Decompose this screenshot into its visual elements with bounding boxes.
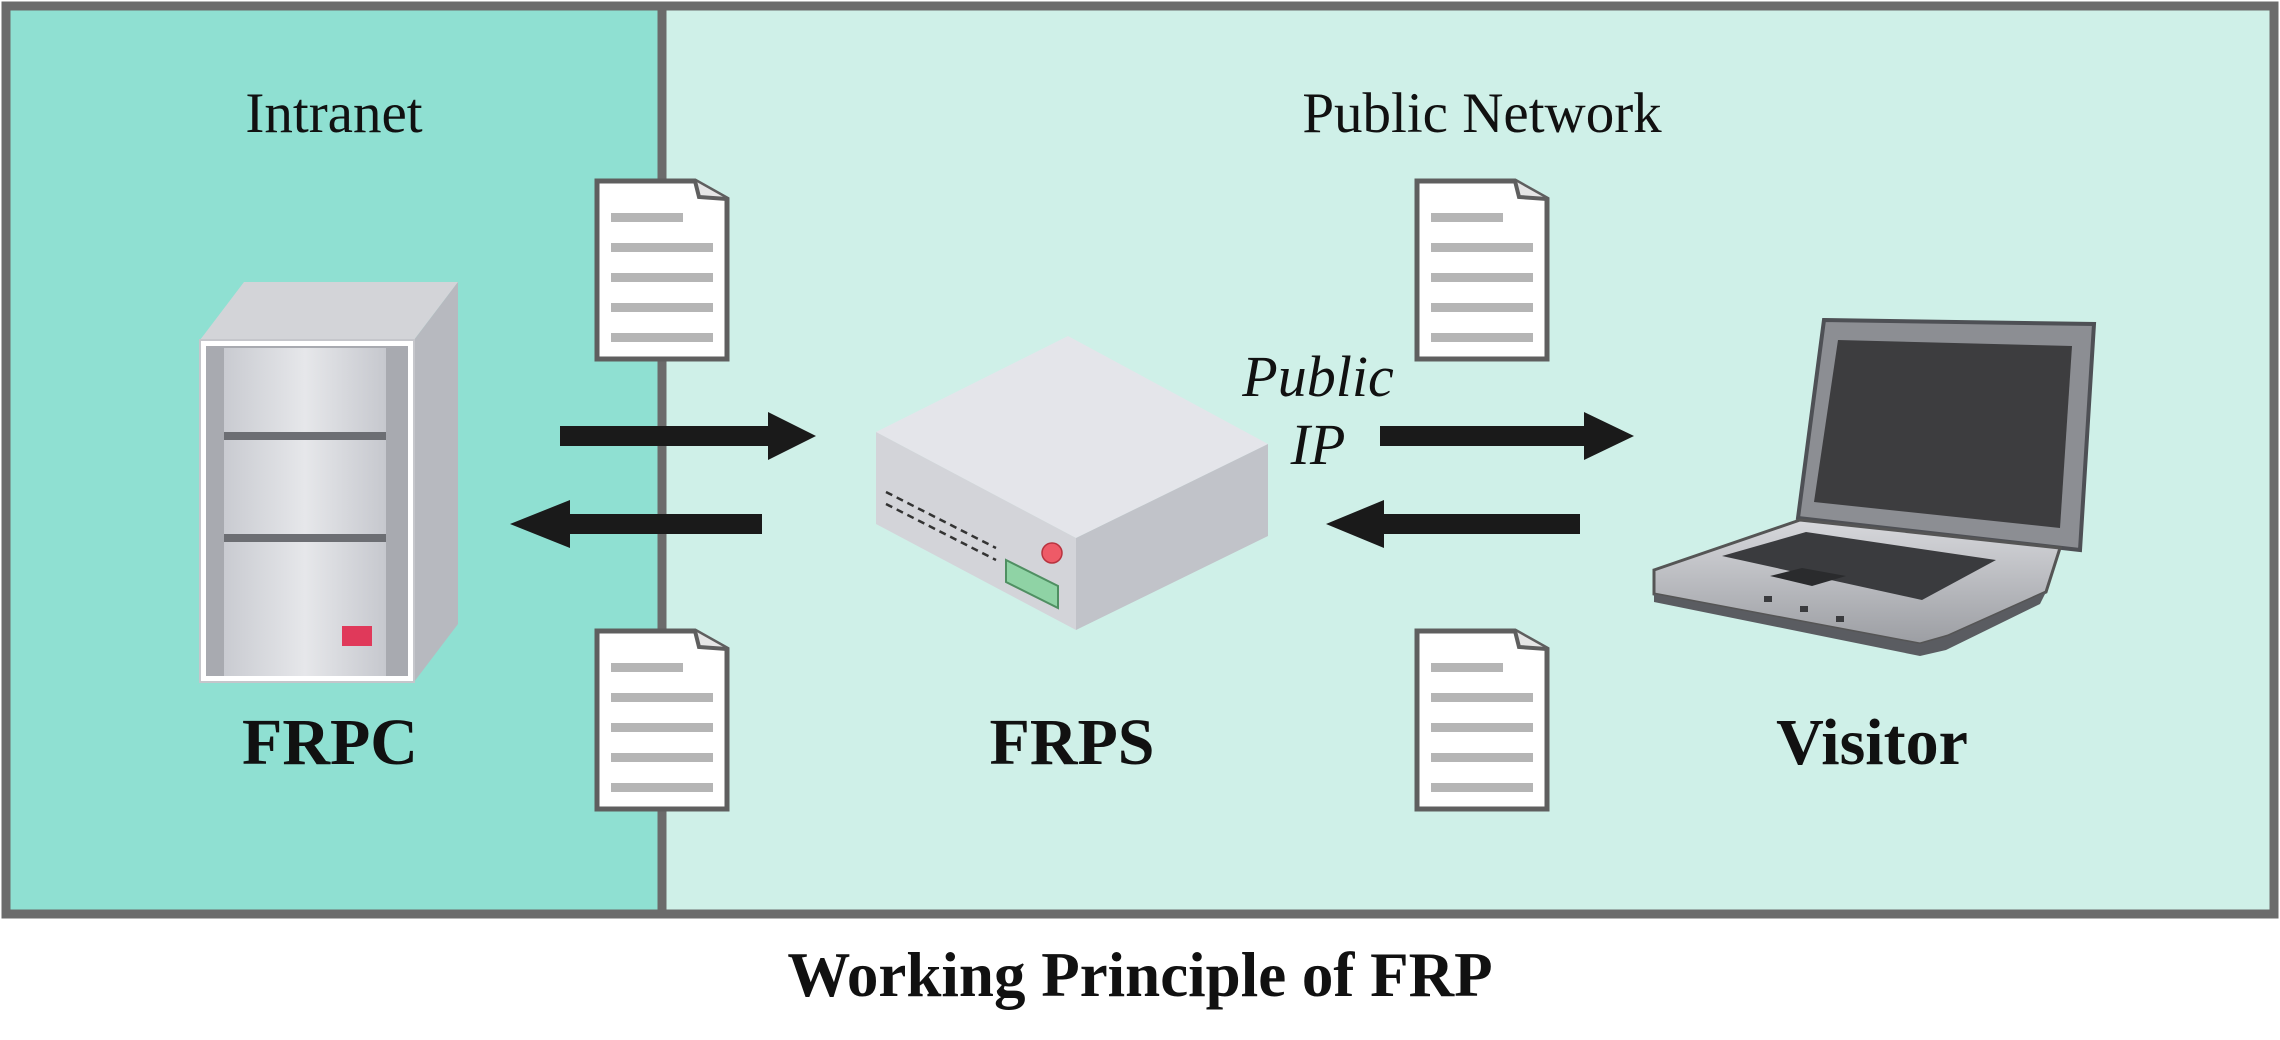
document-icon <box>1417 631 1547 809</box>
document-icon <box>597 181 727 359</box>
arrow-visitor-to-frps <box>1326 500 1580 548</box>
visitor-label: Visitor <box>1776 706 1968 779</box>
frps-label: FRPS <box>990 706 1155 779</box>
laptop-icon <box>1652 317 2097 656</box>
document-icon <box>1417 181 1547 359</box>
arrow-frps-to-frpc <box>510 500 762 548</box>
server-box-icon <box>876 336 1268 630</box>
document-icon <box>597 631 727 809</box>
diagram-caption: Working Principle of FRP <box>787 940 1492 1010</box>
public-ip-label-line1: Public <box>1241 344 1394 409</box>
intranet-title: Intranet <box>245 82 422 145</box>
frpc-label: FRPC <box>242 706 418 779</box>
public-ip-label-line2: IP <box>1290 412 1346 477</box>
arrow-frpc-to-frps <box>560 412 816 460</box>
public-network-title: Public Network <box>1302 82 1662 145</box>
arrow-frps-to-visitor <box>1380 412 1634 460</box>
tower-server-icon <box>199 282 458 683</box>
